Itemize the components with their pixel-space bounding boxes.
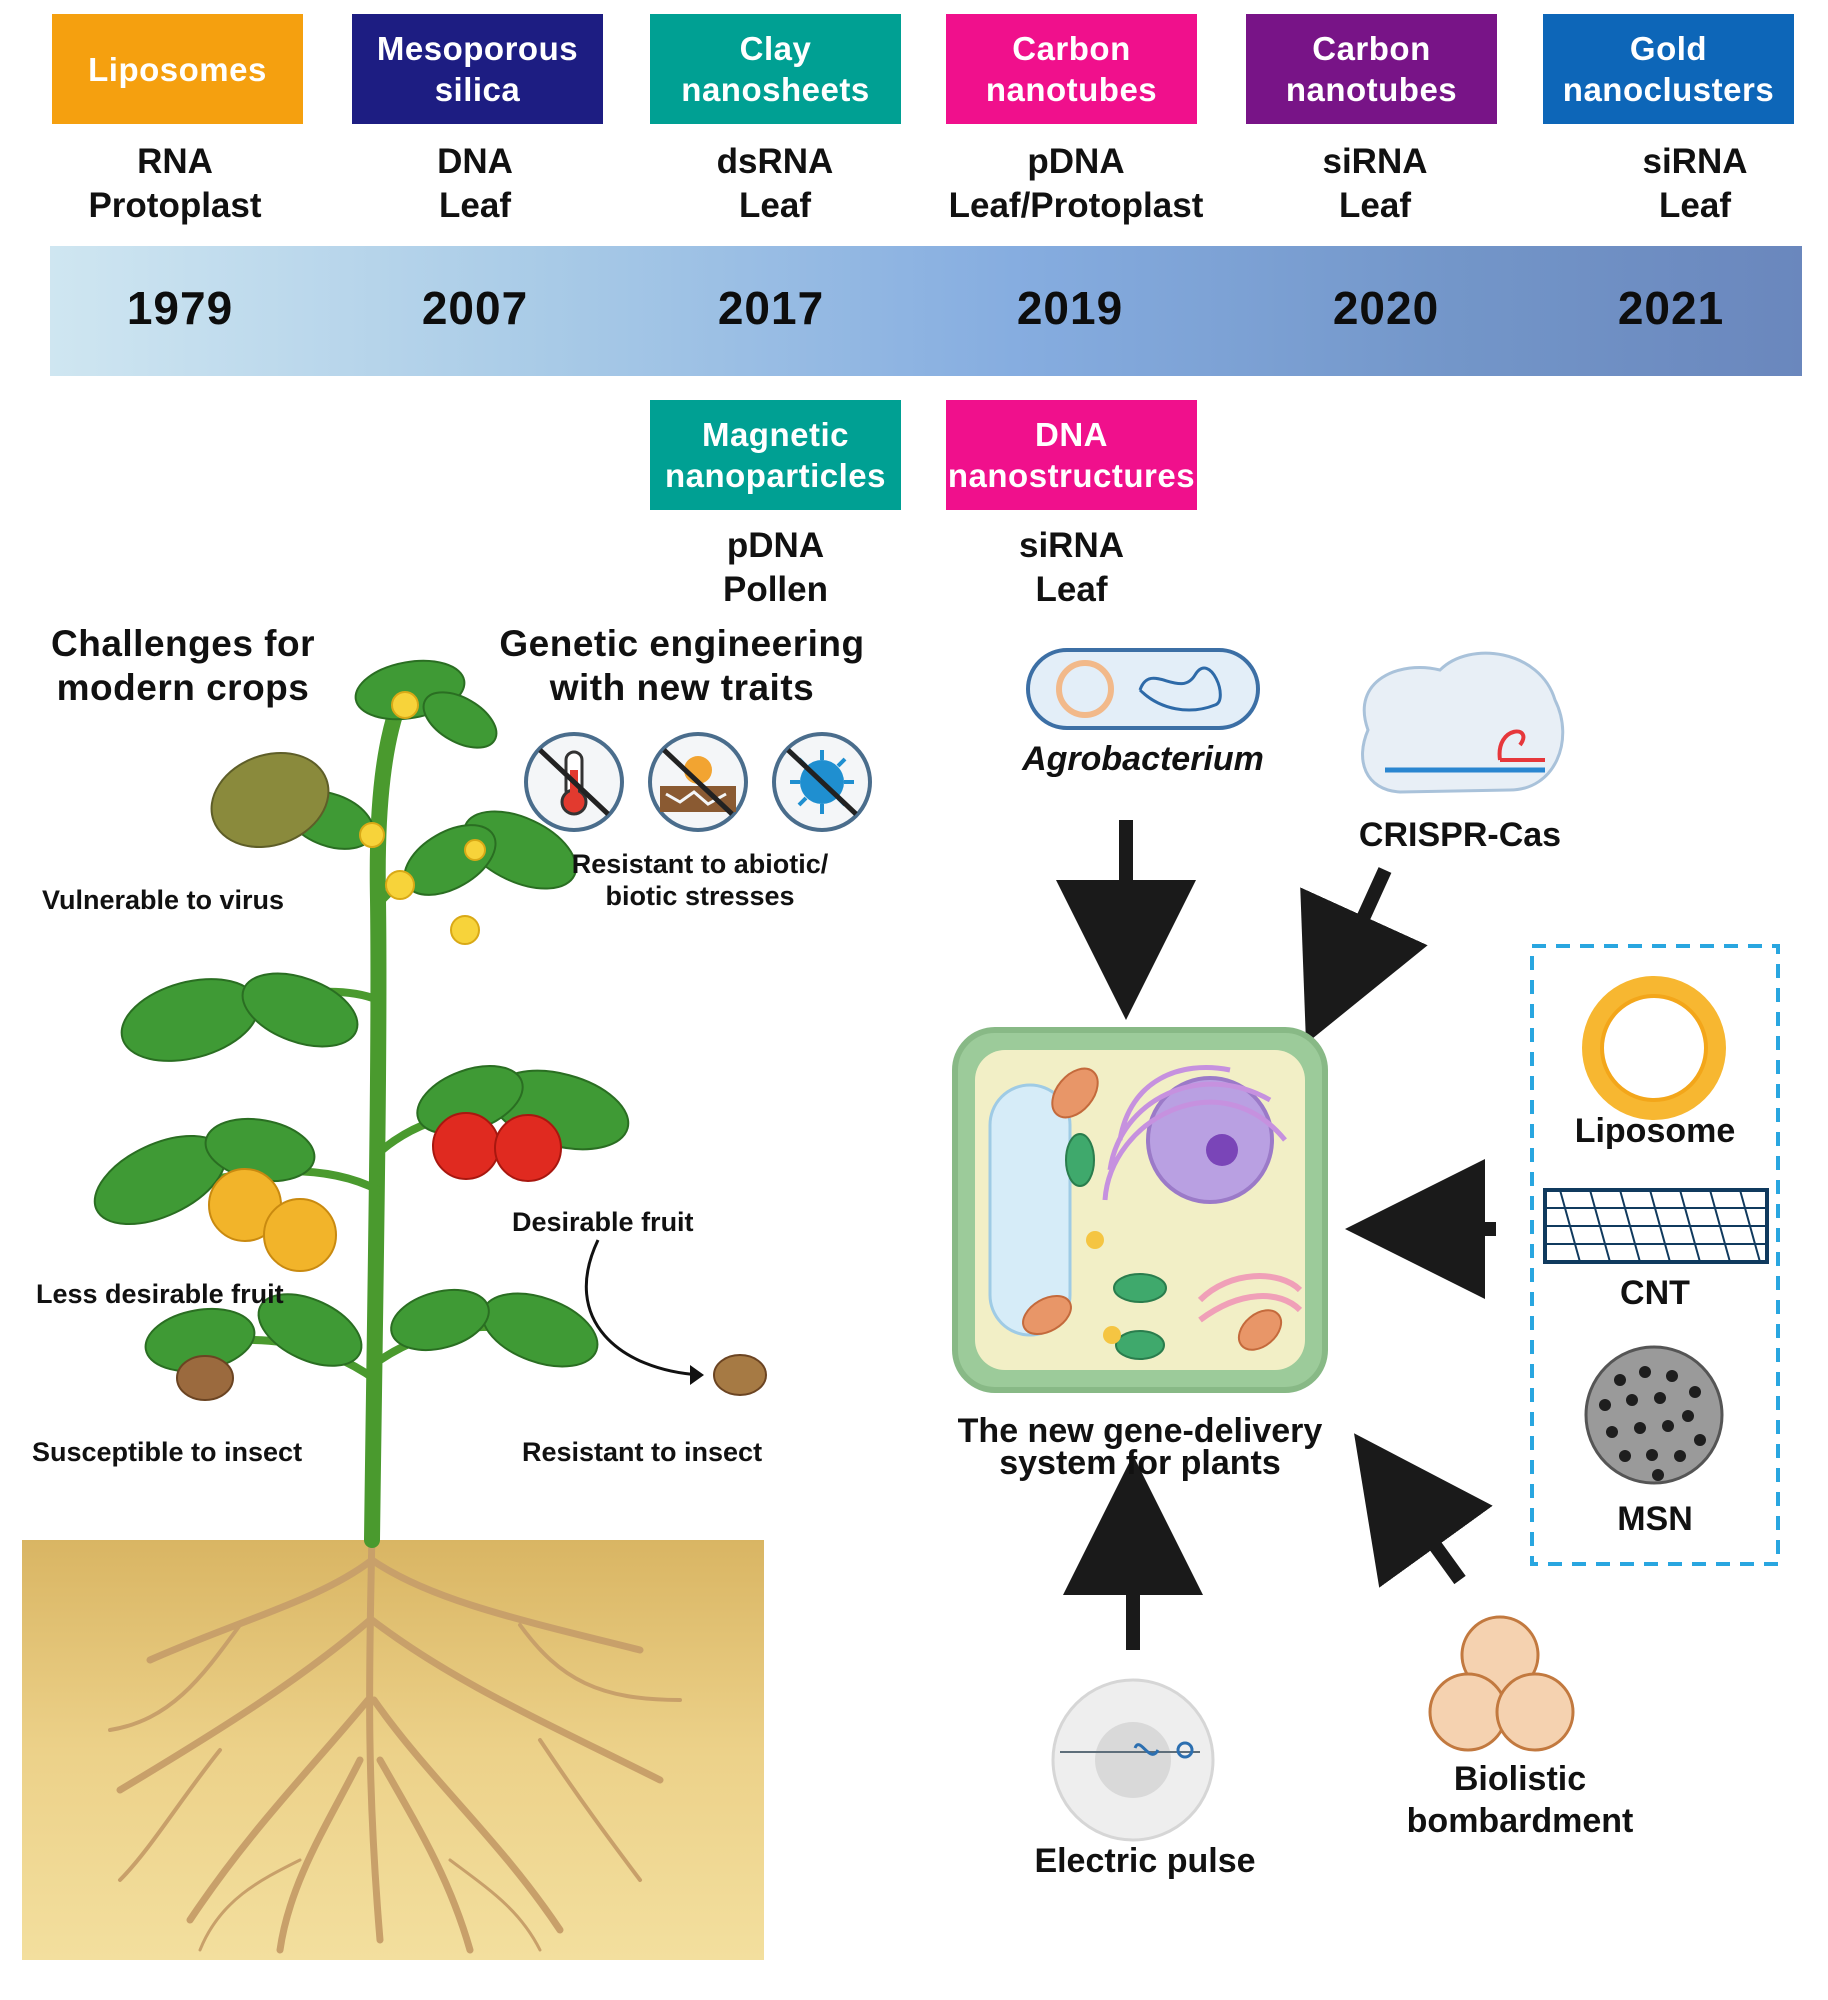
timeline-box-5: Carbon nanotubes <box>1246 14 1497 124</box>
timeline-box-4: Carbon nanotubes <box>946 14 1197 124</box>
liposome-icon <box>1582 976 1726 1120</box>
timeline-year-2021: 2021 <box>1617 282 1725 334</box>
cell-caption: The new gene-delivery system for plants <box>957 1412 1323 1482</box>
drought-icon <box>648 732 748 832</box>
electric-pulse-label: Electric pulse <box>1034 1842 1256 1880</box>
msn-icon <box>1584 1345 1724 1485</box>
timeline-detail-4: pDNA Leaf/Protoplast <box>948 142 1204 225</box>
timeline-detail-2: DNA Leaf <box>437 142 513 225</box>
soil-block <box>22 1540 764 1960</box>
arrow-biolistic <box>1354 1433 1493 1588</box>
label-desirable-fruit: Desirable fruit <box>512 1207 694 1237</box>
timeline-box-6: Gold nanoclusters <box>1543 14 1794 124</box>
moth-right-icon <box>713 1354 767 1396</box>
timeline-year-2020: 2020 <box>1332 282 1440 334</box>
timeline-year-2019: 2019 <box>1016 282 1124 334</box>
timeline-lower-box-2: DNA nanostructures <box>946 400 1197 510</box>
timeline-year-2007: 2007 <box>421 282 529 334</box>
thermometer-icon <box>524 732 624 832</box>
timeline-band <box>50 246 1802 376</box>
cnt-label: CNT <box>1620 1274 1690 1312</box>
timeline-lower-box-1: Magnetic nanoparticles <box>650 400 901 510</box>
biolistic-label: Biolistic bombardment <box>1406 1760 1634 1840</box>
timeline-lower-detail-1: pDNA Pollen <box>722 526 829 609</box>
challenges-heading: Challenges for modern crops <box>51 623 315 708</box>
liposome-label: Liposome <box>1574 1112 1736 1150</box>
roots <box>108 1526 682 1954</box>
timeline-detail-6: siRNA Leaf <box>1642 142 1748 225</box>
timeline-box-3: Clay nanosheets <box>650 14 901 124</box>
stress-caption: Resistant to abiotic/ biotic stresses <box>571 849 829 911</box>
agrobacterium-icon <box>1026 648 1260 730</box>
arrow-crispr <box>1300 867 1428 1044</box>
main-stem <box>364 692 408 1548</box>
label-vulnerable-to-virus: Vulnerable to virus <box>42 885 285 915</box>
timeline-box-1: Liposomes <box>52 14 303 124</box>
timeline-detail-5: siRNA Leaf <box>1322 142 1428 225</box>
timeline-detail-3: dsRNA Leaf <box>716 142 834 225</box>
nanomaterial-box <box>1530 944 1780 1566</box>
biolistic-particles-icon <box>1428 1615 1575 1752</box>
plant-cell-icon <box>952 1027 1328 1393</box>
timeline-detail-1: RNA Protoplast <box>88 142 262 225</box>
electric-pulse-icon <box>1051 1678 1215 1842</box>
label-resistant-to-insect: Resistant to insect <box>522 1437 763 1467</box>
timeline-box-2: Mesoporous silica <box>352 14 603 124</box>
timeline-lower-detail-2: siRNA Leaf <box>1018 526 1125 609</box>
label-susceptible-to-insect: Susceptible to insect <box>32 1437 303 1467</box>
agrobacterium-label: Agrobacterium <box>1022 740 1264 778</box>
moth-left-icon <box>176 1355 234 1401</box>
genetic-engineering-heading: Genetic engineering with new traits <box>499 623 865 708</box>
crispr-cas-icon <box>1361 651 1565 794</box>
msn-label: MSN <box>1617 1500 1693 1538</box>
timeline-year-1979: 1979 <box>126 282 234 334</box>
virus-icon <box>772 732 872 832</box>
crispr-cas-label: CRISPR-Cas <box>1358 816 1562 854</box>
timeline-year-2017: 2017 <box>717 282 825 334</box>
cnt-icon <box>1543 1188 1769 1264</box>
label-less-desirable-fruit: Less desirable fruit <box>36 1279 284 1309</box>
